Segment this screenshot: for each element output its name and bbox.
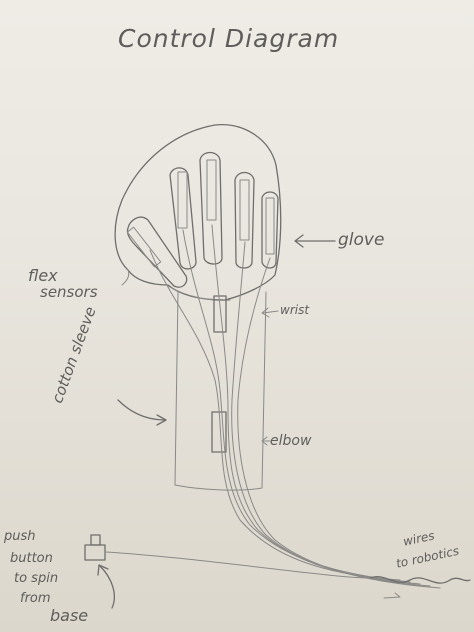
glove-cuff: [167, 285, 231, 301]
push-button-body: [84, 544, 106, 561]
push-button-arrow: [97, 564, 115, 609]
flex-sensors-label-line1: flex: [28, 266, 58, 285]
wire: [149, 249, 401, 581]
elbow-arrow: [261, 436, 271, 446]
glove-label: glove: [338, 230, 385, 250]
flex-sensor-ring: [239, 179, 250, 241]
wire: [237, 257, 441, 589]
finger-ring: [234, 171, 255, 269]
push-button-label-line1: push: [4, 529, 36, 544]
flex-sensor-thumb: [126, 226, 162, 268]
push-button-cap: [90, 534, 101, 546]
wrist-arrow: [261, 307, 279, 318]
diagram-title: Control Diagram: [118, 24, 340, 53]
wire: [231, 241, 431, 587]
wires-arrow: [383, 592, 401, 599]
wire-twist: [369, 576, 471, 584]
push-button-label-line5: base: [50, 606, 89, 625]
wire: [211, 224, 421, 585]
glove-outline: [114, 124, 282, 301]
flex-sensor-index: [177, 171, 188, 229]
elbow-label: elbow: [270, 433, 312, 449]
flex-sensor-pinky: [265, 197, 275, 255]
cotton-sleeve-arrow: [117, 399, 167, 426]
finger-thumb: [126, 216, 188, 288]
flex-sensor-middle: [206, 159, 217, 221]
push-button-wire: [104, 551, 371, 579]
glove-fingers: [126, 151, 279, 288]
finger-index: [169, 167, 197, 270]
finger-middle: [199, 151, 223, 265]
cotton-sleeve-outline: [174, 291, 267, 491]
glove-arrow: [294, 234, 336, 248]
wire-bundle: [149, 224, 471, 589]
push-button-label-line2: button: [10, 551, 53, 566]
flex-sensors: [126, 159, 275, 268]
elbow-sensor: [211, 411, 227, 453]
finger-pinky: [261, 191, 279, 269]
flex-sensors-leader: [121, 269, 130, 286]
push-button-label-line4: from: [20, 591, 51, 606]
flex-sensors-label-line2: sensors: [40, 283, 98, 301]
wrist-sensor: [213, 295, 227, 333]
wrist-label: wrist: [280, 303, 310, 317]
push-button-label-line3: to spin: [14, 571, 59, 586]
